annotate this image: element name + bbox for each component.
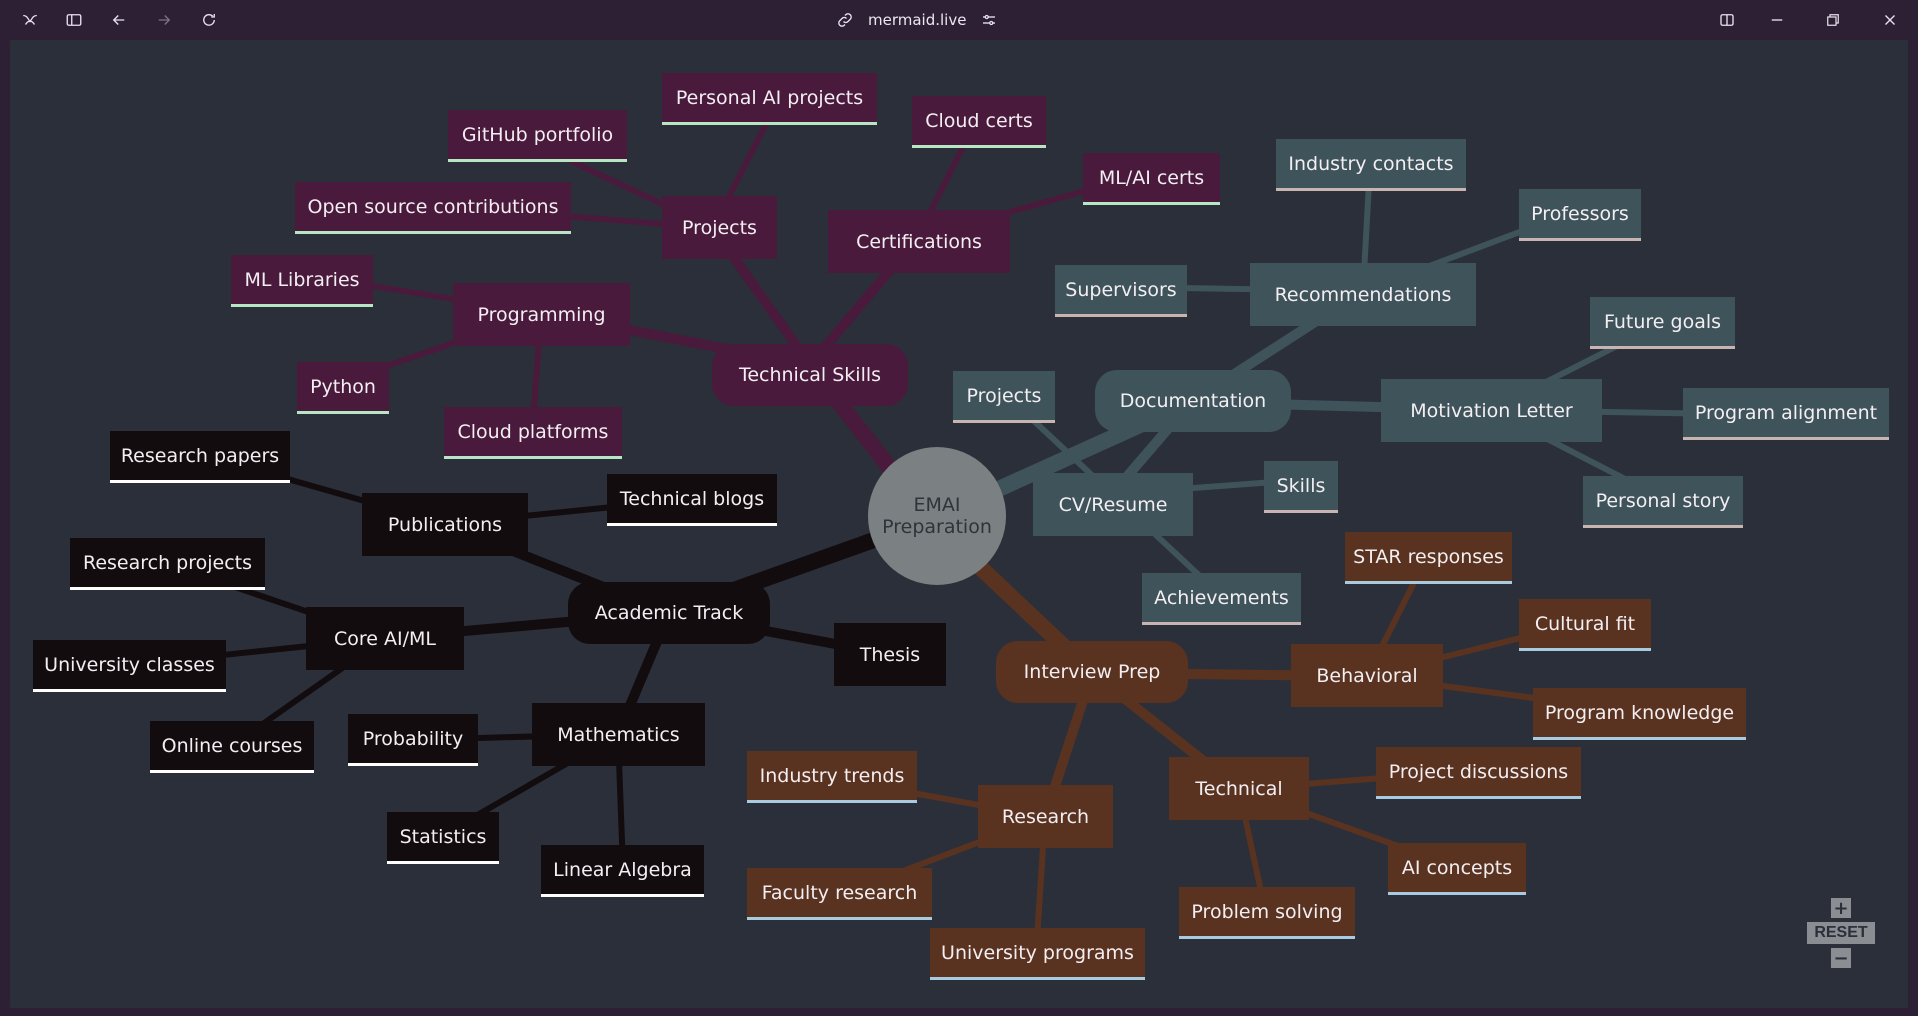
node-projects-technical[interactable]: Projects [662, 196, 777, 259]
node-programming[interactable]: Programming [453, 283, 630, 346]
leaf-program-alignment[interactable]: Program alignment [1683, 388, 1889, 440]
node-publications[interactable]: Publications [362, 493, 528, 556]
app-logo-icon[interactable] [18, 8, 42, 32]
leaf-probability[interactable]: Probability [348, 714, 478, 766]
leaf-github-portfolio[interactable]: GitHub portfolio [448, 110, 627, 162]
forward-arrow-icon[interactable] [152, 8, 176, 32]
node-motivation-letter[interactable]: Motivation Letter [1381, 379, 1602, 442]
leaf-statistics[interactable]: Statistics [387, 812, 499, 864]
node-academic-track[interactable]: Academic Track [568, 582, 770, 644]
leaf-python[interactable]: Python [297, 362, 389, 414]
leaf-university-programs[interactable]: University programs [930, 928, 1145, 980]
mindmap-canvas[interactable]: EMAI Preparation Technical Skills Projec… [10, 40, 1908, 1008]
leaf-industry-trends[interactable]: Industry trends [747, 751, 917, 803]
node-cv-resume[interactable]: CV/Resume [1033, 473, 1193, 536]
leaf-open-source-contributions[interactable]: Open source contributions [295, 182, 571, 234]
leaf-skills[interactable]: Skills [1264, 461, 1338, 513]
leaf-cloud-certs[interactable]: Cloud certs [912, 96, 1046, 148]
mindmap-root-node[interactable]: EMAI Preparation [868, 447, 1006, 585]
node-technical-interview[interactable]: Technical [1169, 757, 1309, 820]
url-text[interactable]: mermaid.live [868, 11, 967, 29]
leaf-university-classes[interactable]: University classes [33, 640, 226, 692]
leaf-supervisors[interactable]: Supervisors [1055, 265, 1187, 317]
leaf-future-goals[interactable]: Future goals [1590, 297, 1735, 349]
back-arrow-icon[interactable] [107, 8, 131, 32]
leaf-linear-algebra[interactable]: Linear Algebra [541, 845, 704, 897]
node-core-ai-ml[interactable]: Core AI/ML [306, 607, 464, 670]
node-interview-prep[interactable]: Interview Prep [996, 641, 1188, 703]
node-documentation[interactable]: Documentation [1095, 370, 1291, 432]
leaf-star-responses[interactable]: STAR responses [1345, 532, 1512, 584]
leaf-projects-cv[interactable]: Projects [953, 371, 1055, 423]
leaf-ml-libraries[interactable]: ML Libraries [231, 255, 373, 307]
leaf-cloud-platforms[interactable]: Cloud platforms [444, 407, 622, 459]
root-label-line2: Preparation [882, 516, 992, 538]
split-view-icon[interactable] [1715, 8, 1739, 32]
address-bar[interactable]: mermaid.live [836, 8, 998, 32]
node-technical-skills[interactable]: Technical Skills [712, 344, 908, 406]
browser-titlebar: mermaid.live [0, 0, 1918, 40]
link-icon [836, 11, 854, 29]
site-settings-icon[interactable] [980, 11, 998, 29]
restore-icon[interactable] [1821, 8, 1845, 32]
root-label-line1: EMAI [913, 494, 961, 516]
zoom-in-button[interactable]: + [1831, 898, 1851, 919]
leaf-ai-concepts[interactable]: AI concepts [1388, 843, 1526, 895]
node-mathematics[interactable]: Mathematics [532, 703, 705, 766]
zoom-reset-button[interactable]: RESET [1807, 922, 1875, 944]
reload-icon[interactable] [197, 8, 221, 32]
zoom-controls: + RESET − [1806, 898, 1876, 969]
sidebar-toggle-icon[interactable] [62, 8, 86, 32]
node-certifications[interactable]: Certifications [828, 210, 1010, 273]
node-behavioral[interactable]: Behavioral [1291, 644, 1443, 707]
leaf-personal-story[interactable]: Personal story [1583, 476, 1743, 528]
leaf-online-courses[interactable]: Online courses [150, 721, 314, 773]
leaf-problem-solving[interactable]: Problem solving [1179, 887, 1355, 939]
leaf-research-papers[interactable]: Research papers [110, 431, 290, 483]
leaf-professors[interactable]: Professors [1519, 189, 1641, 241]
node-research[interactable]: Research [978, 785, 1113, 848]
leaf-personal-ai-projects[interactable]: Personal AI projects [662, 73, 877, 125]
minimize-icon[interactable] [1765, 8, 1789, 32]
leaf-industry-contacts[interactable]: Industry contacts [1276, 139, 1466, 191]
leaf-faculty-research[interactable]: Faculty research [747, 868, 932, 920]
leaf-program-knowledge[interactable]: Program knowledge [1533, 688, 1746, 740]
leaf-research-projects[interactable]: Research projects [70, 538, 265, 590]
leaf-project-discussions[interactable]: Project discussions [1376, 747, 1581, 799]
leaf-technical-blogs[interactable]: Technical blogs [607, 474, 777, 526]
leaf-ml-ai-certs[interactable]: ML/AI certs [1083, 153, 1220, 205]
zoom-out-button[interactable]: − [1831, 948, 1851, 969]
node-recommendations[interactable]: Recommendations [1250, 263, 1476, 326]
close-icon[interactable] [1878, 8, 1902, 32]
leaf-achievements[interactable]: Achievements [1142, 573, 1301, 625]
node-thesis[interactable]: Thesis [834, 623, 946, 686]
leaf-cultural-fit[interactable]: Cultural fit [1519, 599, 1651, 651]
